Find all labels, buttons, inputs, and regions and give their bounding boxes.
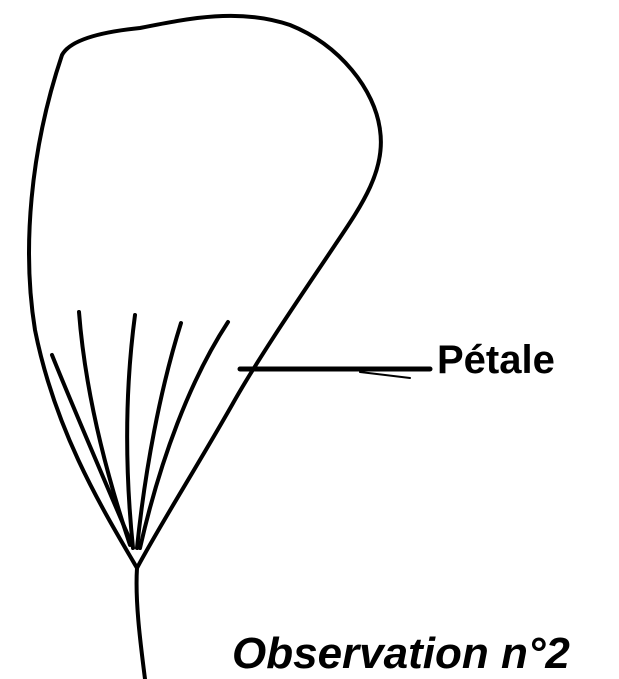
petal-label: Pétale bbox=[437, 340, 555, 380]
petal-stem bbox=[137, 568, 145, 679]
label-leader-tail bbox=[360, 372, 410, 378]
observation-caption: Observation n°2 bbox=[232, 632, 570, 676]
petal-vein-3 bbox=[127, 315, 135, 548]
petal-outline bbox=[29, 16, 381, 568]
